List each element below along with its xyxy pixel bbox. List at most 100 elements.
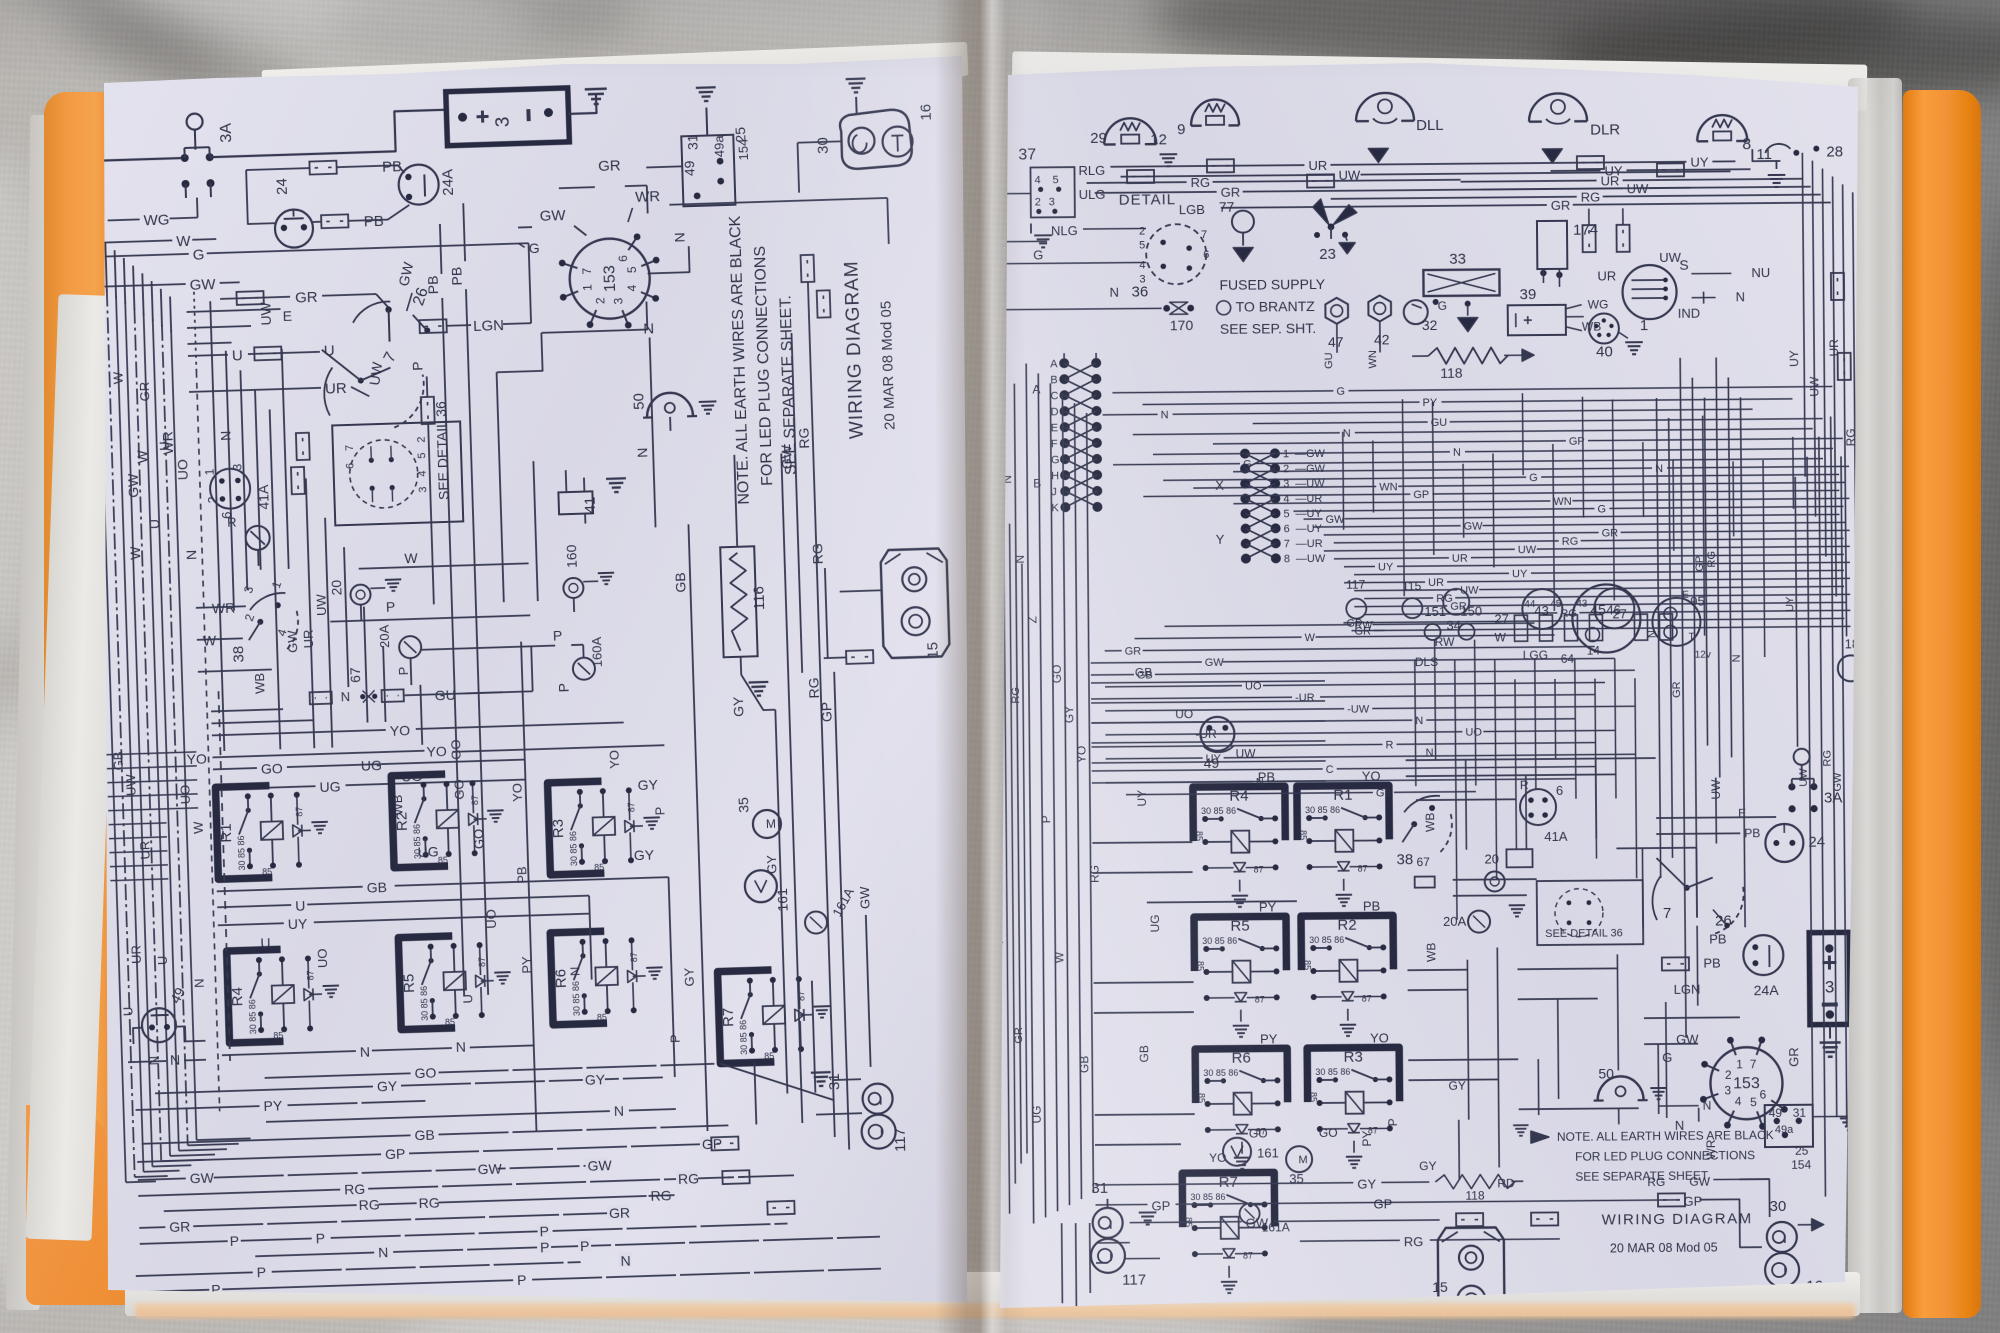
svg-text:GU: GU (1431, 417, 1448, 429)
svg-text:RG: RG (1822, 750, 1834, 767)
svg-text:117: 117 (1346, 578, 1366, 592)
svg-text:TO BRANTZ: TO BRANTZ (1236, 298, 1316, 315)
svg-text:34: 34 (1446, 618, 1461, 633)
svg-text:49a: 49a (711, 134, 727, 157)
svg-text:SEE DETAIL 36: SEE DETAIL 36 (1545, 927, 1623, 940)
svg-text:44: 44 (1524, 599, 1536, 610)
svg-text:YO: YO (1370, 1030, 1389, 1045)
svg-text:DLR: DLR (1590, 121, 1620, 138)
svg-text:R6: R6 (552, 969, 570, 989)
svg-text:2: 2 (1725, 1068, 1732, 1082)
svg-text:20 MAR 08 Mod 05: 20 MAR 08 Mod 05 (1610, 1241, 1718, 1256)
svg-text:PB: PB (382, 158, 403, 176)
svg-text:UO: UO (1465, 727, 1482, 739)
svg-text:GO: GO (261, 760, 283, 777)
svg-text:24A: 24A (1754, 982, 1780, 998)
svg-text:—UR: —UR (1296, 538, 1323, 550)
svg-text:N: N (643, 320, 654, 337)
svg-text:M: M (766, 817, 776, 831)
svg-text:R2: R2 (393, 812, 411, 832)
svg-text:UR: UR (1601, 173, 1620, 188)
svg-text:G: G (1597, 503, 1606, 515)
svg-text:31: 31 (1091, 1180, 1108, 1197)
svg-text:UW: UW (1518, 544, 1537, 556)
svg-text:R: R (1385, 739, 1393, 751)
svg-text:38: 38 (1396, 851, 1413, 868)
svg-text:GB: GB (1376, 787, 1392, 799)
svg-text:W: W (404, 550, 418, 566)
svg-text:GW: GW (587, 1157, 612, 1174)
svg-text:GO: GO (414, 1065, 436, 1082)
svg-text:R4: R4 (1229, 788, 1248, 805)
svg-text:N: N (671, 232, 687, 243)
svg-text:U: U (157, 441, 172, 451)
svg-text:3: 3 (612, 297, 626, 304)
svg-text:GW: GW (477, 1160, 502, 1177)
svg-text:—GW: —GW (1295, 448, 1326, 460)
svg-text:87: 87 (1243, 1251, 1253, 1261)
svg-text:49: 49 (1769, 1106, 1783, 1120)
svg-text:1: 1 (580, 284, 594, 291)
svg-text:S: S (1679, 257, 1688, 273)
svg-text:GR: GR (1450, 601, 1467, 613)
svg-text:25: 25 (732, 126, 748, 142)
svg-text:WIRING DIAGRAM: WIRING DIAGRAM (1602, 1210, 1753, 1228)
svg-text:SEE SEP. SHT.: SEE SEP. SHT. (1220, 320, 1316, 337)
svg-text:RG: RG (1436, 593, 1453, 605)
svg-text:P: P (386, 599, 396, 615)
svg-text:N: N (1000, 475, 1014, 484)
svg-text:154: 154 (735, 138, 751, 160)
svg-text:GP: GP (385, 1146, 406, 1163)
svg-text:PB: PB (425, 275, 442, 294)
svg-text:WR: WR (635, 188, 661, 206)
svg-text:161A: 161A (829, 885, 857, 919)
svg-text:UG: UG (417, 843, 438, 860)
svg-text:RG: RG (809, 543, 826, 564)
svg-text:RG: RG (805, 677, 822, 698)
svg-text:5: 5 (1283, 508, 1289, 520)
svg-text:N: N (191, 978, 206, 988)
svg-text:WB: WB (1423, 813, 1437, 832)
svg-text:3: 3 (417, 486, 429, 492)
svg-text:IND: IND (1678, 306, 1701, 321)
svg-text:C: C (1326, 764, 1334, 776)
svg-text:8: 8 (1284, 553, 1290, 565)
svg-text:C: C (1050, 390, 1058, 402)
svg-text:GW: GW (1205, 657, 1225, 669)
svg-text:PY: PY (1422, 397, 1437, 409)
svg-text:67: 67 (347, 667, 363, 683)
svg-text:P: P (553, 627, 563, 643)
svg-text:12: 12 (1150, 131, 1167, 148)
svg-text:RG: RG (1562, 536, 1579, 548)
svg-text:Y: Y (1216, 532, 1225, 547)
svg-text:WR: WR (159, 431, 176, 455)
svg-text:161: 161 (1257, 1145, 1279, 1160)
svg-text:30 85 86: 30 85 86 (738, 1020, 749, 1055)
svg-text:LGB: LGB (1179, 202, 1205, 217)
svg-text:20A: 20A (376, 624, 392, 648)
svg-text:49a: 49a (1775, 1124, 1794, 1136)
svg-text:G: G (1243, 459, 1252, 471)
svg-text:WIRING DIAGRAM: WIRING DIAGRAM (841, 260, 868, 439)
svg-text:29: 29 (1090, 130, 1107, 147)
svg-text:150: 150 (1460, 604, 1482, 619)
svg-text:43: 43 (1576, 599, 1588, 610)
svg-text:E: E (1051, 422, 1058, 434)
svg-text:-UW: -UW (1347, 704, 1370, 716)
svg-text:87: 87 (1362, 994, 1372, 1004)
svg-text:170: 170 (1170, 317, 1194, 333)
svg-text:PB: PB (1363, 898, 1380, 913)
svg-text:GR: GR (609, 1205, 630, 1222)
svg-text:GP: GP (1694, 556, 1706, 572)
svg-text:30 85 86: 30 85 86 (571, 981, 582, 1016)
svg-text:P: P (539, 1223, 549, 1239)
svg-text:47: 47 (1328, 334, 1344, 350)
svg-text:—UR: —UR (1295, 493, 1322, 505)
svg-text:GY: GY (637, 776, 658, 793)
svg-text:W: W (191, 821, 206, 834)
svg-text:W: W (134, 449, 150, 463)
svg-text:28: 28 (1826, 143, 1843, 160)
svg-text:R1: R1 (218, 823, 236, 843)
svg-text:R1: R1 (1333, 787, 1352, 804)
svg-text:PY: PY (1360, 1131, 1374, 1147)
